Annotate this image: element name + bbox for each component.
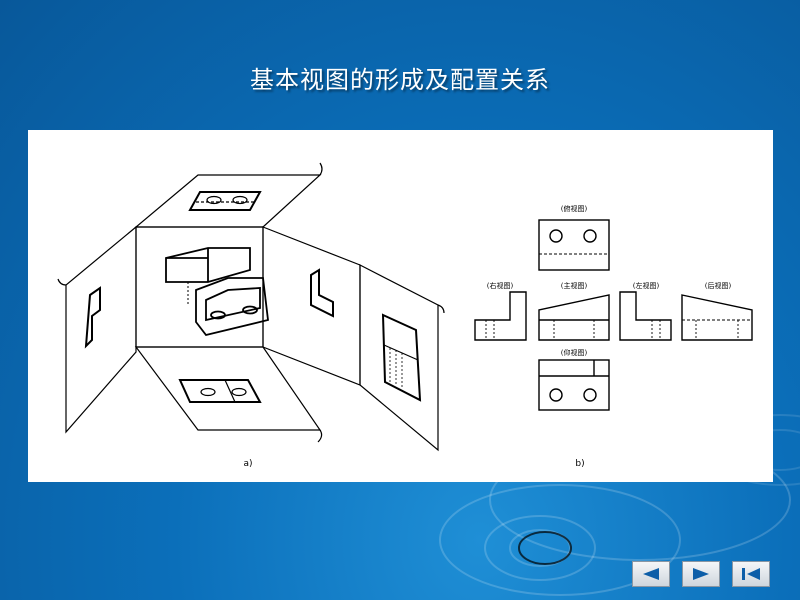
part-3d (165, 247, 269, 337)
left-view (619, 291, 672, 341)
label-back-view: (后视图) (705, 281, 732, 290)
slide-title: 基本视图的形成及配置关系 (250, 66, 550, 94)
front-view (538, 294, 610, 341)
label-bottom-view: (仰视图) (561, 348, 588, 357)
triangle-left-icon (643, 568, 659, 580)
projection-box (57, 162, 445, 452)
first-slide-button[interactable] (732, 561, 770, 587)
bottom-view (538, 359, 610, 411)
triangle-right-icon (693, 568, 709, 580)
label-front-view: (主视图) (561, 281, 588, 290)
bottom-plane-view (178, 379, 262, 403)
right-plane-view (381, 313, 422, 402)
label-left-view: (左视图) (633, 281, 660, 290)
caption-b: b) (575, 459, 584, 469)
views-diagram: (俯视图) (右视图) (主视图) (左视图) (后视图) (仰视图) a) b… (57, 162, 753, 469)
caption-a: a) (243, 459, 252, 469)
top-view (538, 219, 610, 271)
label-top-view: (俯视图) (561, 204, 588, 213)
back-view (681, 294, 753, 341)
skip-to-first-icon (742, 568, 760, 580)
prev-slide-button[interactable] (632, 561, 670, 587)
top-plane-view (188, 191, 262, 211)
figure-panel: (俯视图) (右视图) (主视图) (左视图) (后视图) (仰视图) a) b… (28, 130, 773, 482)
label-right-view: (右视图) (487, 281, 514, 290)
right-view (474, 291, 527, 341)
next-slide-button[interactable] (682, 561, 720, 587)
